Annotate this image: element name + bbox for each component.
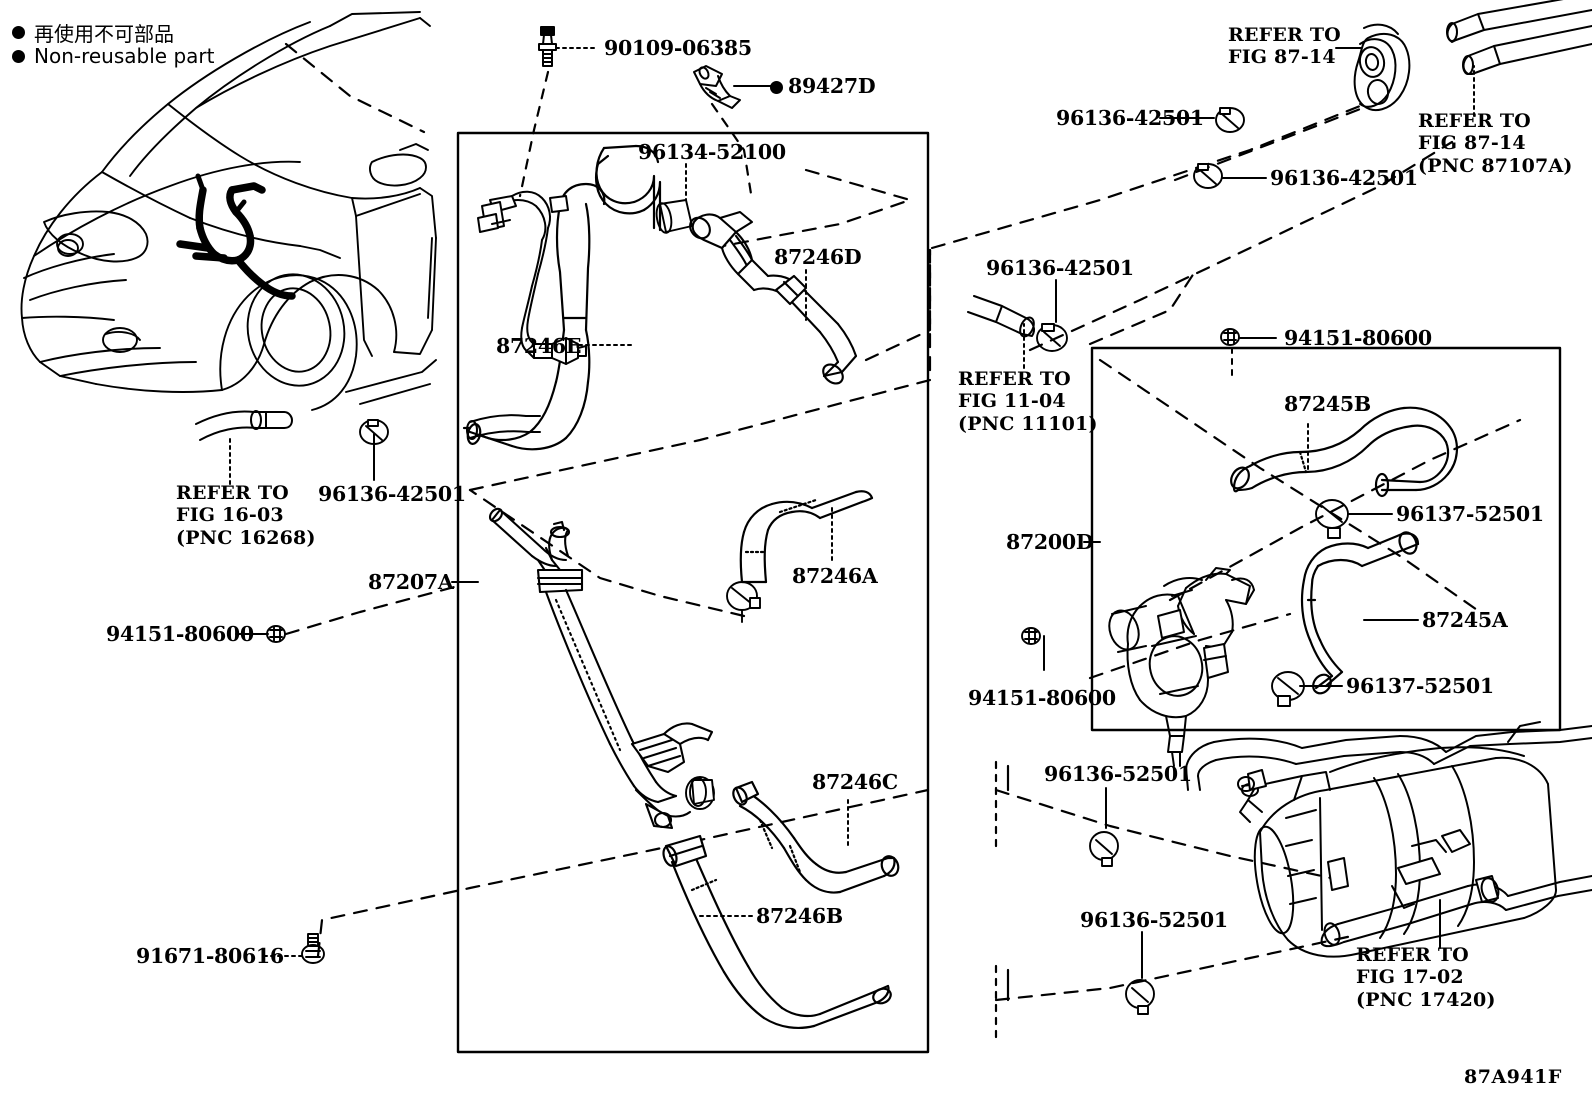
main-group-box	[456, 131, 930, 1054]
clamp-96136-42501-tr-upper	[1215, 107, 1245, 133]
bracket-markers	[994, 760, 1010, 1044]
label-bolt-90109: 90109-06385	[604, 36, 752, 60]
filled-circle-bullet-icon	[12, 49, 25, 63]
part-nut-94151-topright	[1220, 328, 1240, 346]
callout-leaders	[284, 42, 1522, 1002]
part-hose-87246C	[732, 780, 900, 894]
label-clamp-96137-52501-lower: 96137-52501	[1346, 674, 1494, 698]
part-pipe-ends-topright	[1446, 0, 1592, 75]
part-pipe-87207A	[488, 507, 714, 830]
part-hose-87245A	[1300, 531, 1420, 695]
part-pipe-end-center	[466, 414, 541, 440]
part-hose-87246E	[462, 144, 662, 451]
pump-group-box	[1090, 346, 1562, 732]
reference-fig-17-02: REFER TO FIG 17-02 (PNC 17420)	[1356, 944, 1496, 1011]
label-nut-94151-80600-topright: 94151-80600	[1284, 326, 1432, 350]
label-clamp-96136-42501-left: 96136-42501	[318, 482, 466, 506]
part-nut-94151-midright	[1021, 627, 1041, 645]
label-clamp-96134-52100: 96134-52100	[638, 140, 786, 164]
label-nut-94151-80600-midright: 94151-80600	[968, 686, 1116, 710]
label-screw-91671-80616: 91671-80616	[136, 944, 284, 968]
harness-highlight-2	[195, 173, 247, 215]
part-bolt-90109	[538, 26, 557, 67]
part-hose-87246B	[662, 834, 892, 1029]
label-hose-87246A: 87246A	[792, 564, 878, 588]
clamp-96136-42501-mid	[1036, 323, 1068, 352]
legend-row-en: Non-reusable part	[12, 44, 214, 68]
part-bracket-wire	[477, 190, 587, 365]
label-hose-87246D: 87246D	[774, 245, 862, 269]
clamp-96137-52501-lower	[1271, 671, 1305, 707]
legend-row-jp: 再使用不可部品	[12, 18, 174, 47]
filled-circle-bullet-icon	[12, 26, 25, 39]
clamp-inline-box	[685, 776, 715, 810]
label-hose-87245A: 87245A	[1422, 608, 1508, 632]
label-clamp-96136-42501-tr-lower: 96136-42501	[1270, 166, 1418, 190]
label-pipe-87207A: 87207A	[368, 570, 454, 594]
label-clamp-96136-52501-upper: 96136-52501	[1044, 762, 1192, 786]
part-hose-87245B	[1230, 406, 1458, 498]
clamp-96137-52501-upper	[1315, 499, 1349, 539]
label-hose-87246C: 87246C	[812, 770, 898, 794]
label-pump-87200D: 87200D	[1006, 530, 1094, 554]
clamp-96136-42501-left	[359, 419, 389, 445]
legend-label-en: Non-reusable part	[34, 44, 215, 68]
label-clamp-96136-42501-tr-upper: 96136-42501	[1056, 106, 1204, 130]
label-hose-87246B: 87246B	[756, 904, 843, 928]
reference-fig-16-03: REFER TO FIG 16-03 (PNC 16268)	[176, 482, 316, 549]
reference-fig-11-04: REFER TO FIG 11-04 (PNC 11101)	[958, 368, 1098, 435]
figure-id: 87A941F	[1464, 1066, 1562, 1088]
vehicle-illustration	[20, 11, 437, 411]
clamp-96136-42501-tr-lower	[1193, 163, 1223, 189]
part-pipe-end-midright	[967, 295, 1035, 338]
part-canister-assembly	[1185, 721, 1592, 958]
part-sensor-89427D	[693, 65, 741, 109]
label-clamp-96137-52501-upper: 96137-52501	[1396, 502, 1544, 526]
harness-highlight	[176, 182, 296, 300]
part-hose-87246A	[739, 490, 874, 584]
legend-label-jp: 再使用不可部品	[34, 22, 174, 46]
label-nut-94151-80600-left: 94151-80600	[106, 622, 254, 646]
clamp-96136-52501-lower	[1125, 979, 1155, 1015]
label-sensor-89427D-text: 89427D	[788, 74, 876, 98]
label-sensor-89427D: 89427D	[770, 74, 876, 98]
label-hose-87245B: 87245B	[1284, 392, 1371, 416]
part-screw-91671	[301, 933, 325, 964]
part-pipe-end-left	[195, 410, 293, 441]
part-valve-87246D	[689, 210, 858, 385]
non-reusable-bullet-icon	[770, 81, 783, 94]
reference-fig-87-14-b: REFER TO FIG 87-14 (PNC 87107A)	[1418, 110, 1573, 177]
part-firewall-grommet	[1353, 23, 1411, 112]
reference-fig-87-14-a: REFER TO FIG 87-14	[1228, 24, 1341, 69]
label-hose-87246E: 87246E	[496, 334, 582, 358]
label-clamp-96136-42501-mid: 96136-42501	[986, 256, 1134, 280]
clamp-96136-52501-upper	[1089, 831, 1119, 867]
part-nut-94151-left	[266, 625, 286, 643]
part-water-pump-87200D	[1108, 567, 1255, 767]
label-clamp-96136-52501-lower: 96136-52501	[1080, 908, 1228, 932]
